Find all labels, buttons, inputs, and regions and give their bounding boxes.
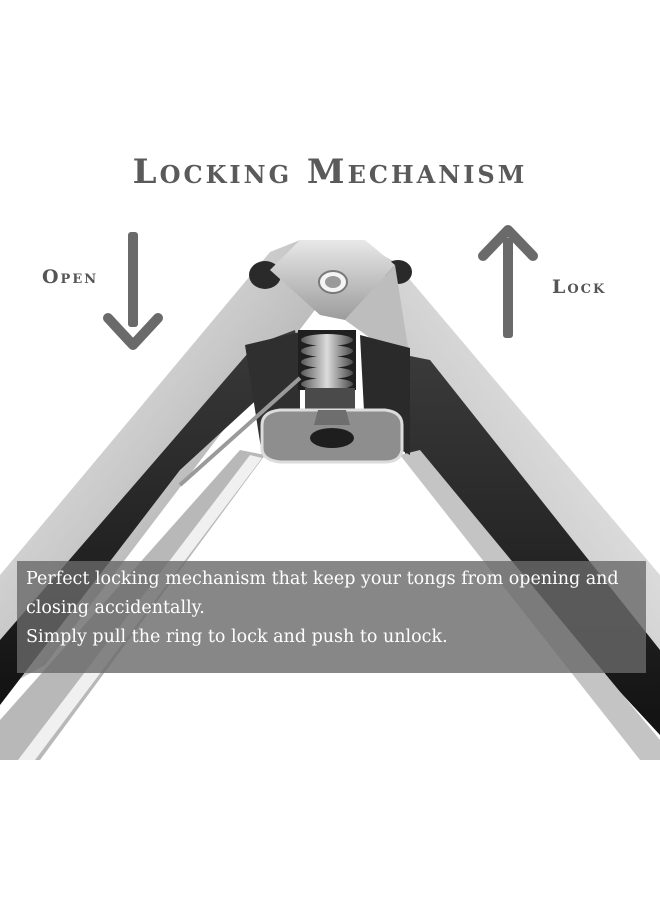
open-label: Open — [42, 266, 99, 288]
caption-line-1: Perfect locking mechanism that keep your… — [26, 569, 619, 618]
spring — [298, 330, 356, 390]
caption-line-2: Simply pull the ring to lock and push to… — [26, 627, 448, 647]
lock-label: Lock — [552, 276, 607, 298]
lock-ring — [178, 376, 404, 487]
caption-box: Perfect locking mechanism that keep your… — [17, 561, 646, 673]
hinge-cap — [249, 240, 412, 360]
arrow-down-icon — [103, 232, 163, 350]
arrow-up-icon — [478, 225, 538, 338]
tong-left-arm — [0, 240, 330, 760]
page-title: Locking Mechanism — [132, 152, 528, 192]
